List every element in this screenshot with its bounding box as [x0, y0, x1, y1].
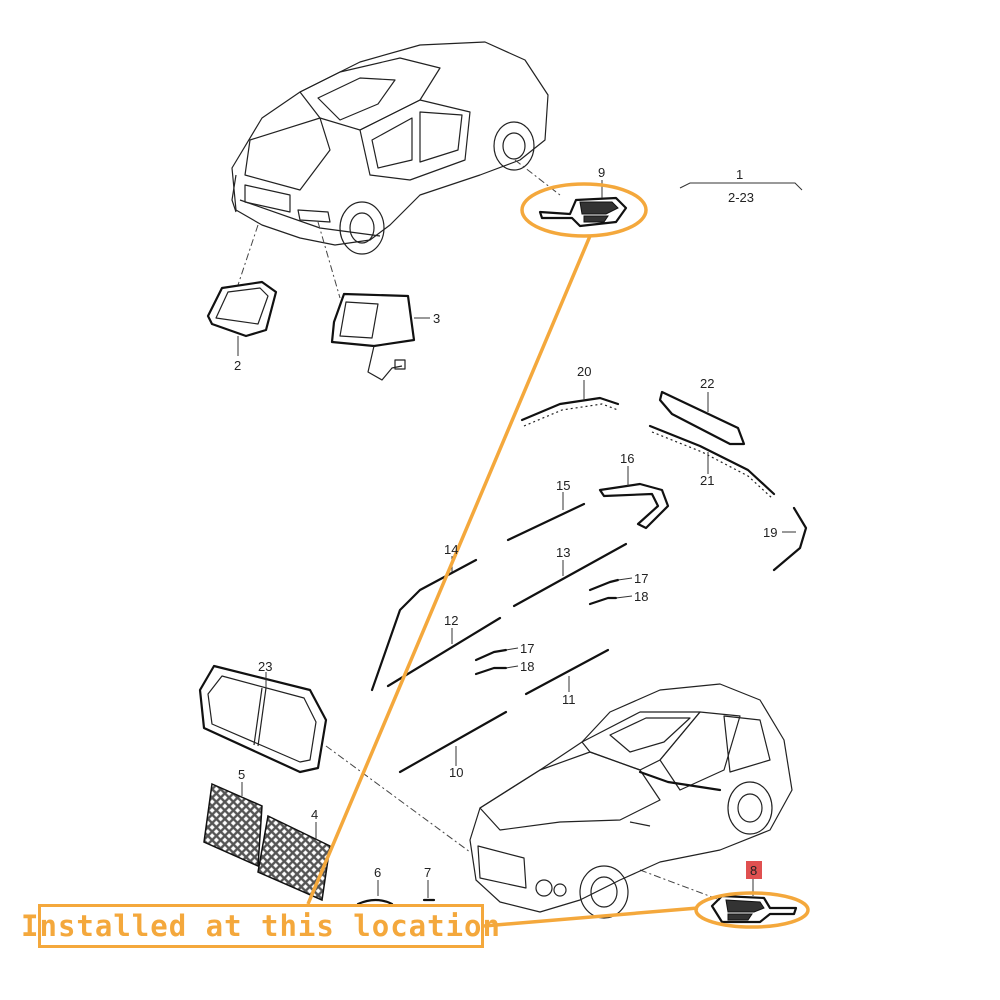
part-9-side-vent	[538, 196, 628, 228]
rear-car-illustration	[231, 41, 549, 255]
part-22-trim	[658, 390, 746, 446]
callout-text: Installed at this location	[21, 909, 501, 943]
label-part-4: 4	[311, 807, 318, 822]
label-part-15: 15	[556, 478, 570, 493]
part-8-side-vent	[710, 894, 798, 924]
label-part-9: 9	[598, 165, 605, 180]
part-15-trim	[506, 502, 586, 542]
part-23-grille-frame	[198, 664, 328, 774]
label-group-range: 2-23	[728, 190, 754, 205]
group-bracket	[679, 182, 803, 191]
label-part-20: 20	[577, 364, 591, 379]
label-part-10: 10	[449, 765, 463, 780]
part-13-trim	[512, 542, 628, 608]
label-part-2: 2	[234, 358, 241, 373]
callout-connector-bottom	[483, 906, 699, 928]
label-part-8: 8	[750, 863, 757, 878]
part-18-clip-upper	[588, 596, 618, 606]
front-car-illustration	[469, 683, 793, 919]
leader-line	[317, 221, 341, 299]
part-2-tail-lamp-inner	[206, 280, 278, 338]
part-20-trim	[520, 396, 620, 427]
leader-line	[237, 224, 259, 286]
label-part-23: 23	[258, 659, 272, 674]
label-part-11: 11	[562, 692, 576, 707]
label-part-14: 14	[444, 542, 458, 557]
leader-line	[639, 869, 721, 901]
label-part-13: 13	[556, 545, 570, 560]
part-16-trim	[598, 482, 670, 530]
label-part-16: 16	[620, 451, 634, 466]
part-3-tail-lamp-outer	[330, 292, 416, 381]
label-part-17-lower: 17	[520, 641, 534, 656]
callout-connector-top	[306, 235, 592, 905]
label-group-main: 1	[736, 167, 743, 182]
part-21-trim	[648, 424, 776, 499]
part-10-trim	[398, 710, 508, 774]
label-part-5: 5	[238, 767, 245, 782]
label-part-7: 7	[424, 865, 431, 880]
label-part-19: 19	[763, 525, 777, 540]
part-8-badge	[746, 861, 762, 879]
label-part-6: 6	[374, 865, 381, 880]
part-19-trim	[772, 506, 808, 572]
leader-line	[514, 159, 561, 196]
part-6-emblem	[356, 898, 394, 906]
part-4-grille-mesh-right	[257, 814, 331, 902]
label-part-18-lower: 18	[520, 659, 534, 674]
highlight-ellipse-bottom	[694, 891, 810, 929]
label-part-3: 3	[433, 311, 440, 326]
highlight-ellipse-top	[520, 182, 648, 238]
part-5-grille-mesh-left	[203, 782, 263, 868]
part-17-clip-lower	[474, 648, 508, 662]
leader-line	[325, 745, 471, 853]
part-18-clip-lower	[474, 666, 508, 676]
label-part-18-upper: 18	[634, 589, 648, 604]
part-17-clip-upper	[588, 578, 620, 592]
part-11-trim	[524, 648, 610, 696]
label-part-22: 22	[700, 376, 714, 391]
label-part-12: 12	[444, 613, 458, 628]
label-part-21: 21	[700, 473, 714, 488]
installation-callout: Installed at this location	[21, 904, 500, 948]
label-part-17-upper: 17	[634, 571, 648, 586]
